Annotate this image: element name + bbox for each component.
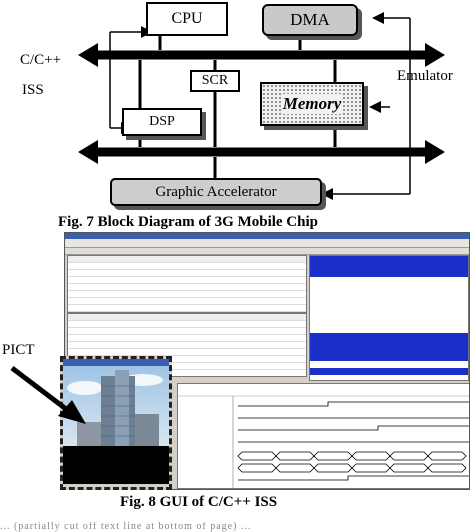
- building-photo: [63, 366, 169, 484]
- cc-iss-label-line1: C/C++: [20, 52, 62, 68]
- waveform-viewer: [177, 383, 469, 489]
- system-bus-top: [78, 43, 445, 67]
- dsp-label: DSP: [149, 114, 175, 129]
- dsp-block: DSP: [122, 108, 202, 136]
- gui-menu-bar: [65, 239, 469, 248]
- memory-block: Memory: [260, 82, 364, 126]
- body-text-cutoff: ... (partially cut off text line at bott…: [0, 522, 252, 532]
- dma-label: DMA: [290, 10, 330, 29]
- figure7-caption: Fig. 7 Block Diagram of 3G Mobile Chip: [58, 214, 318, 230]
- scr-block: SCR: [190, 70, 240, 92]
- pict-label: PICT: [2, 342, 35, 358]
- register-table-2: [67, 313, 307, 377]
- pict-window: [60, 356, 172, 490]
- figure8-caption: Fig. 8 GUI of C/C++ ISS: [120, 494, 278, 510]
- waveform-traces: [178, 395, 469, 488]
- pict-title-bar: [63, 359, 169, 366]
- dma-block: DMA: [262, 4, 358, 36]
- cpu-label: CPU: [171, 10, 203, 27]
- graphic-accelerator-block: Graphic Accelerator: [110, 178, 322, 206]
- system-bus-bottom: [78, 140, 445, 164]
- gui-title-bar: [65, 233, 469, 239]
- pict-arrow: [10, 366, 86, 424]
- scr-label: SCR: [201, 73, 229, 88]
- source-code-view: [309, 255, 469, 381]
- gui-toolbar: [65, 248, 469, 255]
- cc-iss-label-line2: ISS: [22, 82, 44, 98]
- graphic-accelerator-label: Graphic Accelerator: [155, 183, 277, 200]
- block-diagram-lines: [78, 12, 445, 200]
- cpu-block: CPU: [146, 2, 228, 36]
- memory-label: Memory: [280, 94, 344, 114]
- register-table-1: [67, 255, 307, 313]
- emulator-label: Emulator: [397, 68, 453, 84]
